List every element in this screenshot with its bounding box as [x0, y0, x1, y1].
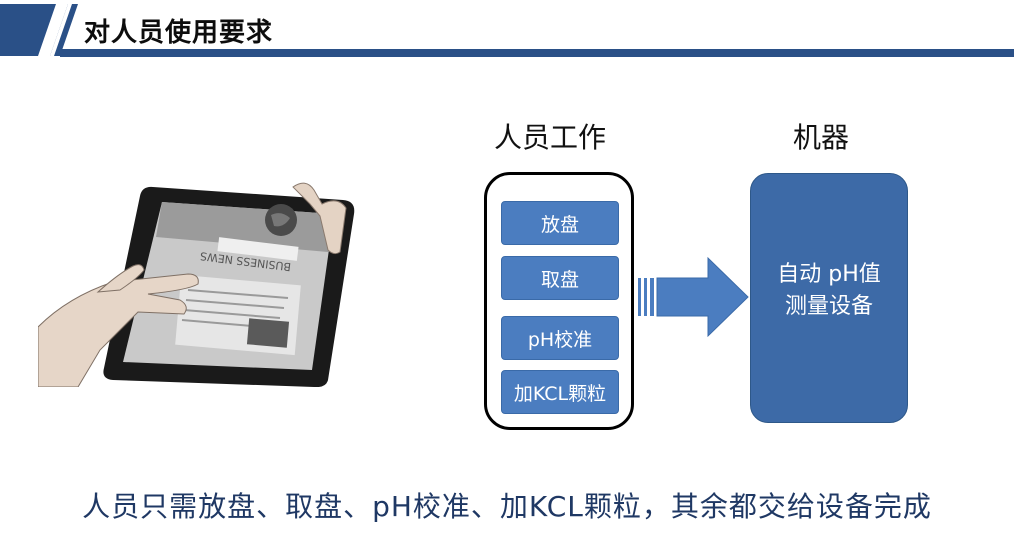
hand-right [292, 182, 347, 255]
machine-label-line-1: 自动 pH值 [777, 262, 881, 287]
task-place-tray: 放盘 [501, 201, 619, 245]
machine-heading: 机器 [793, 121, 850, 154]
summary-text: 人员只需放盘、取盘、pH校准、加KCL颗粒，其余都交给设备完成 [82, 490, 932, 523]
people-work-heading: 人员工作 [494, 121, 607, 154]
machine-label-line-2: 测量设备 [784, 294, 873, 319]
right-arrow-icon [638, 256, 749, 338]
task-remove-tray: 取盘 [501, 256, 619, 300]
title-band [0, 4, 1014, 57]
task-ph-calibration: pH校准 [501, 316, 619, 360]
task-add-kcl: 加KCL颗粒 [501, 370, 619, 414]
page-title: 对人员使用要求 [84, 18, 274, 48]
tablet-photo: BUSINESS NEWS [38, 182, 355, 387]
hand-pointing [38, 264, 199, 387]
title-bar: 对人员使用要求 [0, 0, 1014, 62]
tablet-device: BUSINESS NEWS [103, 186, 355, 387]
machine-panel: 自动 pH值 测量设备 [750, 173, 908, 423]
people-tasks-panel: 放盘 取盘 pH校准 加KCL颗粒 [484, 172, 634, 430]
